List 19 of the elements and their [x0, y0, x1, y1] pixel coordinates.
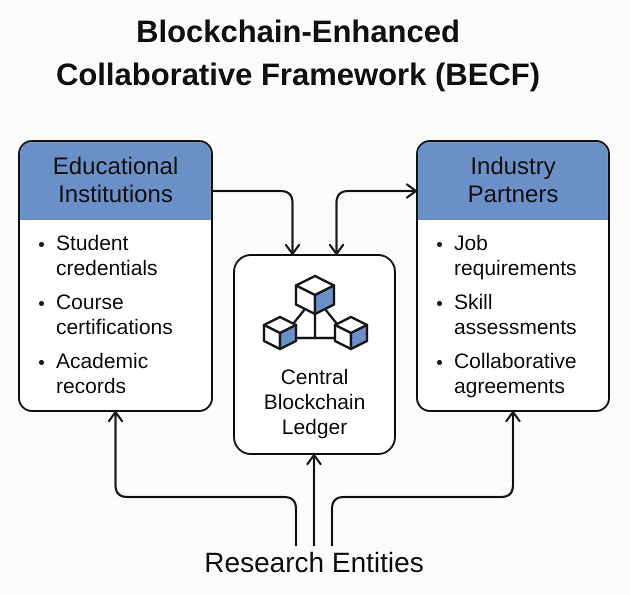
diagram-title: Blockchain-Enhanced Collaborative Framework (BECF): [54, 13, 542, 94]
list-item: Job requirements: [454, 231, 578, 281]
entity-card: [416, 140, 610, 412]
ledger-label: Central Blockchain Ledger: [262, 365, 366, 440]
arrow: [306, 454, 322, 546]
card-heading: Educational Institutions: [52, 153, 180, 209]
ledger-card: [233, 254, 396, 455]
arrow: [108, 410, 298, 546]
list-item: Student credentials: [56, 231, 159, 281]
arrow: [213, 190, 300, 256]
entity-label: Research Entities: [198, 546, 430, 580]
list-item: Course certifications: [56, 290, 174, 340]
arrow: [330, 410, 521, 546]
card-heading: Industry Partners: [466, 153, 560, 209]
list-item: Collaborative agreements: [454, 349, 578, 399]
list-item: Academic records: [56, 349, 150, 399]
double-arrow: [328, 183, 418, 256]
list-item: Skill assessments: [454, 290, 578, 340]
entity-card: [18, 140, 213, 412]
